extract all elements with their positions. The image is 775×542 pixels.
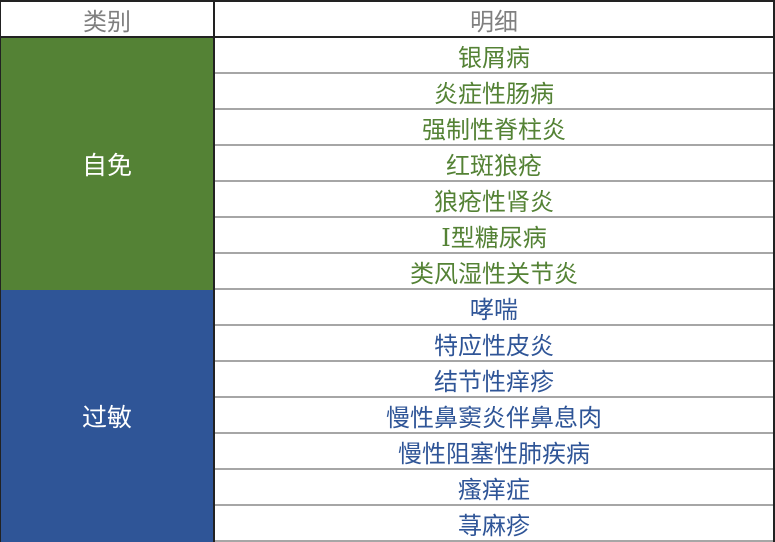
header-category: 类别 xyxy=(1,2,215,36)
detail-cell: 红斑狼疮 xyxy=(215,146,773,182)
detail-cell: 强制性脊柱炎 xyxy=(215,110,773,146)
detail-cell: 狼疮性肾炎 xyxy=(215,182,773,218)
header-detail: 明细 xyxy=(470,7,518,36)
header-row: 类别 明细 xyxy=(1,2,773,38)
category-cell: 自免 xyxy=(1,38,215,290)
detail-cell: 特应性皮炎 xyxy=(215,326,773,362)
detail-cell: 哮喘 xyxy=(215,290,773,326)
detail-cell: 炎症性肠病 xyxy=(215,74,773,110)
detail-cell: I型糖尿病 xyxy=(215,218,773,254)
detail-cell: 银屑病 xyxy=(215,38,773,74)
detail-cell: 结节性痒疹 xyxy=(215,362,773,398)
detail-cell: 瘙痒症 xyxy=(215,470,773,506)
detail-cell: 慢性鼻窦炎伴鼻息肉 xyxy=(215,398,773,434)
category-cell: 过敏 xyxy=(1,290,215,542)
category-group: 过敏哮喘特应性皮炎结节性痒疹慢性鼻窦炎伴鼻息肉慢性阻塞性肺疾病瘙痒症荨麻疹 xyxy=(1,290,773,542)
detail-cell: 荨麻疹 xyxy=(215,506,773,542)
detail-cell: 慢性阻塞性肺疾病 xyxy=(215,434,773,470)
detail-cell: 类风湿性关节炎 xyxy=(215,254,773,290)
